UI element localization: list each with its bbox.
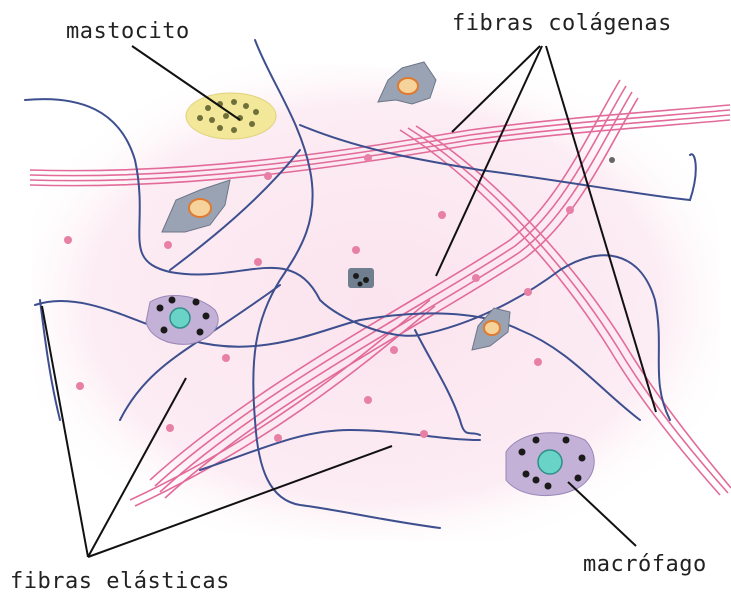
label-fibras-elasticas: fibras elásticas: [10, 569, 230, 594]
small-cell: [348, 268, 374, 288]
label-fibras-colagenas: fibras colágenas: [452, 11, 672, 36]
label-mastocito: mastocito: [66, 19, 190, 44]
label-macrofago: macrófago: [583, 552, 707, 577]
macrophage-cell: [506, 433, 594, 496]
mast-cell: [186, 93, 276, 139]
